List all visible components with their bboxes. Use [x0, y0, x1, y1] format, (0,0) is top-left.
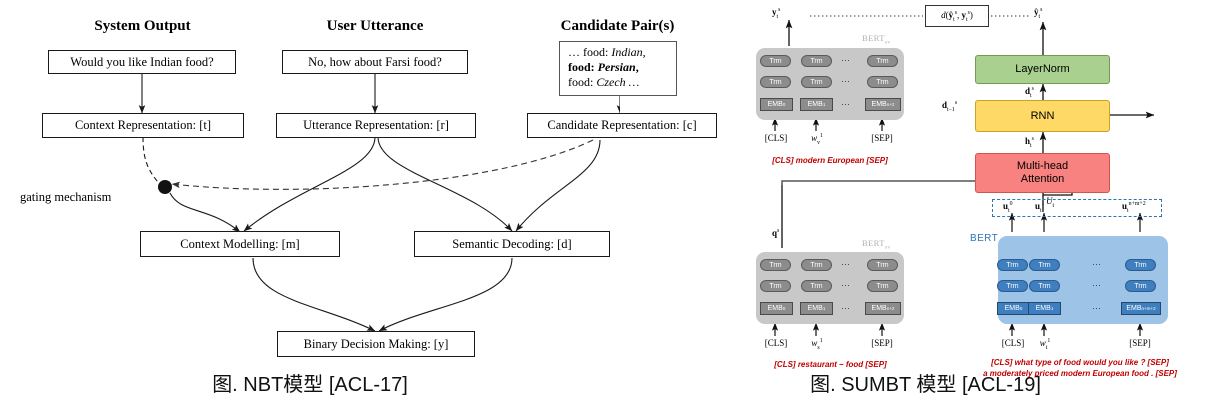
bert-label-blue: BERT [970, 233, 999, 244]
nbt-caption: 图. NBT模型 [ACL-17] [212, 374, 408, 396]
label-y-true: yts [772, 7, 781, 20]
u-output-2: utn+m+2 [1122, 201, 1146, 214]
label-d-current: dts [1025, 86, 1034, 99]
label-h-current: hts [1025, 136, 1034, 149]
u-outputs-dashed-box [992, 199, 1162, 217]
nbt-column-title-system-output: System Output [94, 18, 191, 34]
rnn-block: RNN [975, 100, 1110, 132]
layernorm-block: LayerNorm [975, 55, 1110, 84]
trm-top-4: Trm [801, 76, 832, 88]
label-d-previous: dt−1s [942, 100, 958, 113]
dots-bottom-upper: ⋯ [841, 259, 851, 269]
trm-bottom-0: Trm [760, 259, 791, 271]
bert-sv-label-top: BERTsv [862, 33, 891, 46]
trm-top-1: Trm [801, 55, 832, 67]
trm-top-2: Trm [867, 55, 898, 67]
token-bottom-cls: [CLS] [764, 338, 788, 348]
red-text-blue-line0: [CLS] what type of food would you like ?… [991, 358, 1169, 367]
dots-top-mid: ⋯ [841, 76, 851, 86]
dots-top-upper: ⋯ [841, 55, 851, 65]
token-top-sep: [SEP] [871, 133, 893, 143]
label-y-pred: ŷts [1034, 7, 1043, 20]
utterance-representation-box: Utterance Representation: [r] [276, 113, 476, 138]
nbt-column-title-candidate-pairs: Candidate Pair(s) [560, 18, 675, 34]
dots-bottom-lower: ⋯ [841, 303, 851, 313]
system-output-example: Would you like Indian food? [48, 50, 236, 74]
candidate-line-0: … food: Indian, [568, 45, 646, 59]
trm-blue-5: Trm [1125, 280, 1156, 292]
red-text-blue-line1: a moderately priced modern European food… [983, 369, 1177, 378]
dots-blue-upper: ⋯ [1092, 259, 1102, 269]
trm-blue-0: Trm [997, 259, 1028, 271]
candidate-pairs-list: … food: Indian, food: Persian, food: Cze… [559, 41, 677, 96]
trm-bottom-3: Trm [760, 280, 791, 292]
token-blue-cls: [CLS] [1001, 338, 1025, 348]
trm-top-3: Trm [760, 76, 791, 88]
dots-blue-mid: ⋯ [1092, 280, 1102, 290]
u-output-1: ut1 [1035, 201, 1045, 214]
token-top-cls: [CLS] [764, 133, 788, 143]
sumbt-caption: 图. SUMBT 模型 [ACL-19] [810, 374, 1041, 396]
dots-blue-lower: ⋯ [1092, 303, 1102, 313]
trm-blue-2: Trm [1125, 259, 1156, 271]
nbt-column-title-user-utterance: User Utterance [326, 18, 424, 34]
bert-sv-label-bottom: BERTsv [862, 238, 891, 251]
token-bottom-sep: [SEP] [871, 338, 893, 348]
label-U-t: Ut [1046, 196, 1055, 209]
distance-function-box: d(ŷts, yts) [925, 5, 989, 27]
token-bottom-w: ws1 [811, 338, 823, 351]
u-output-0: ut0 [1003, 201, 1013, 214]
trm-blue-1: Trm [1029, 259, 1060, 271]
sumbt-figure: yts d(ŷts, yts) ŷts LayerNorm RNN Multi-… [620, 0, 1231, 403]
trm-blue-3: Trm [997, 280, 1028, 292]
context-representation-box: Context Representation: [t] [42, 113, 244, 138]
red-text-bottom: [CLS] restaurant – food [SEP] [774, 360, 887, 369]
candidate-line-2: food: Czech … [568, 75, 640, 89]
gating-mechanism-label: gating mechanism [20, 190, 112, 204]
dots-top-lower: ⋯ [841, 99, 851, 109]
trm-bottom-1: Trm [801, 259, 832, 271]
trm-bottom-4: Trm [801, 280, 832, 292]
trm-bottom-2: Trm [867, 259, 898, 271]
semantic-decoding-box: Semantic Decoding: [d] [414, 231, 610, 257]
binary-decision-box: Binary Decision Making: [y] [277, 331, 475, 357]
red-text-top: [CLS] modern European [SEP] [772, 156, 888, 165]
trm-bottom-5: Trm [867, 280, 898, 292]
token-blue-w: wt1 [1039, 338, 1051, 351]
gating-dot [158, 180, 172, 194]
trm-top-0: Trm [760, 55, 791, 67]
token-top-w: wv1 [811, 133, 823, 146]
candidate-line-1: food: Persian, [568, 60, 639, 74]
candidate-representation-box: Candidate Representation: [c] [527, 113, 717, 138]
context-modelling-box: Context Modelling: [m] [140, 231, 340, 257]
trm-blue-4: Trm [1029, 280, 1060, 292]
trm-top-5: Trm [867, 76, 898, 88]
token-blue-sep: [SEP] [1129, 338, 1151, 348]
label-q-s: qs [772, 228, 780, 238]
nbt-figure: System Output User Utterance Candidate P… [20, 18, 717, 396]
user-utterance-example: No, how about Farsi food? [282, 50, 468, 74]
dots-bottom-mid: ⋯ [841, 280, 851, 290]
